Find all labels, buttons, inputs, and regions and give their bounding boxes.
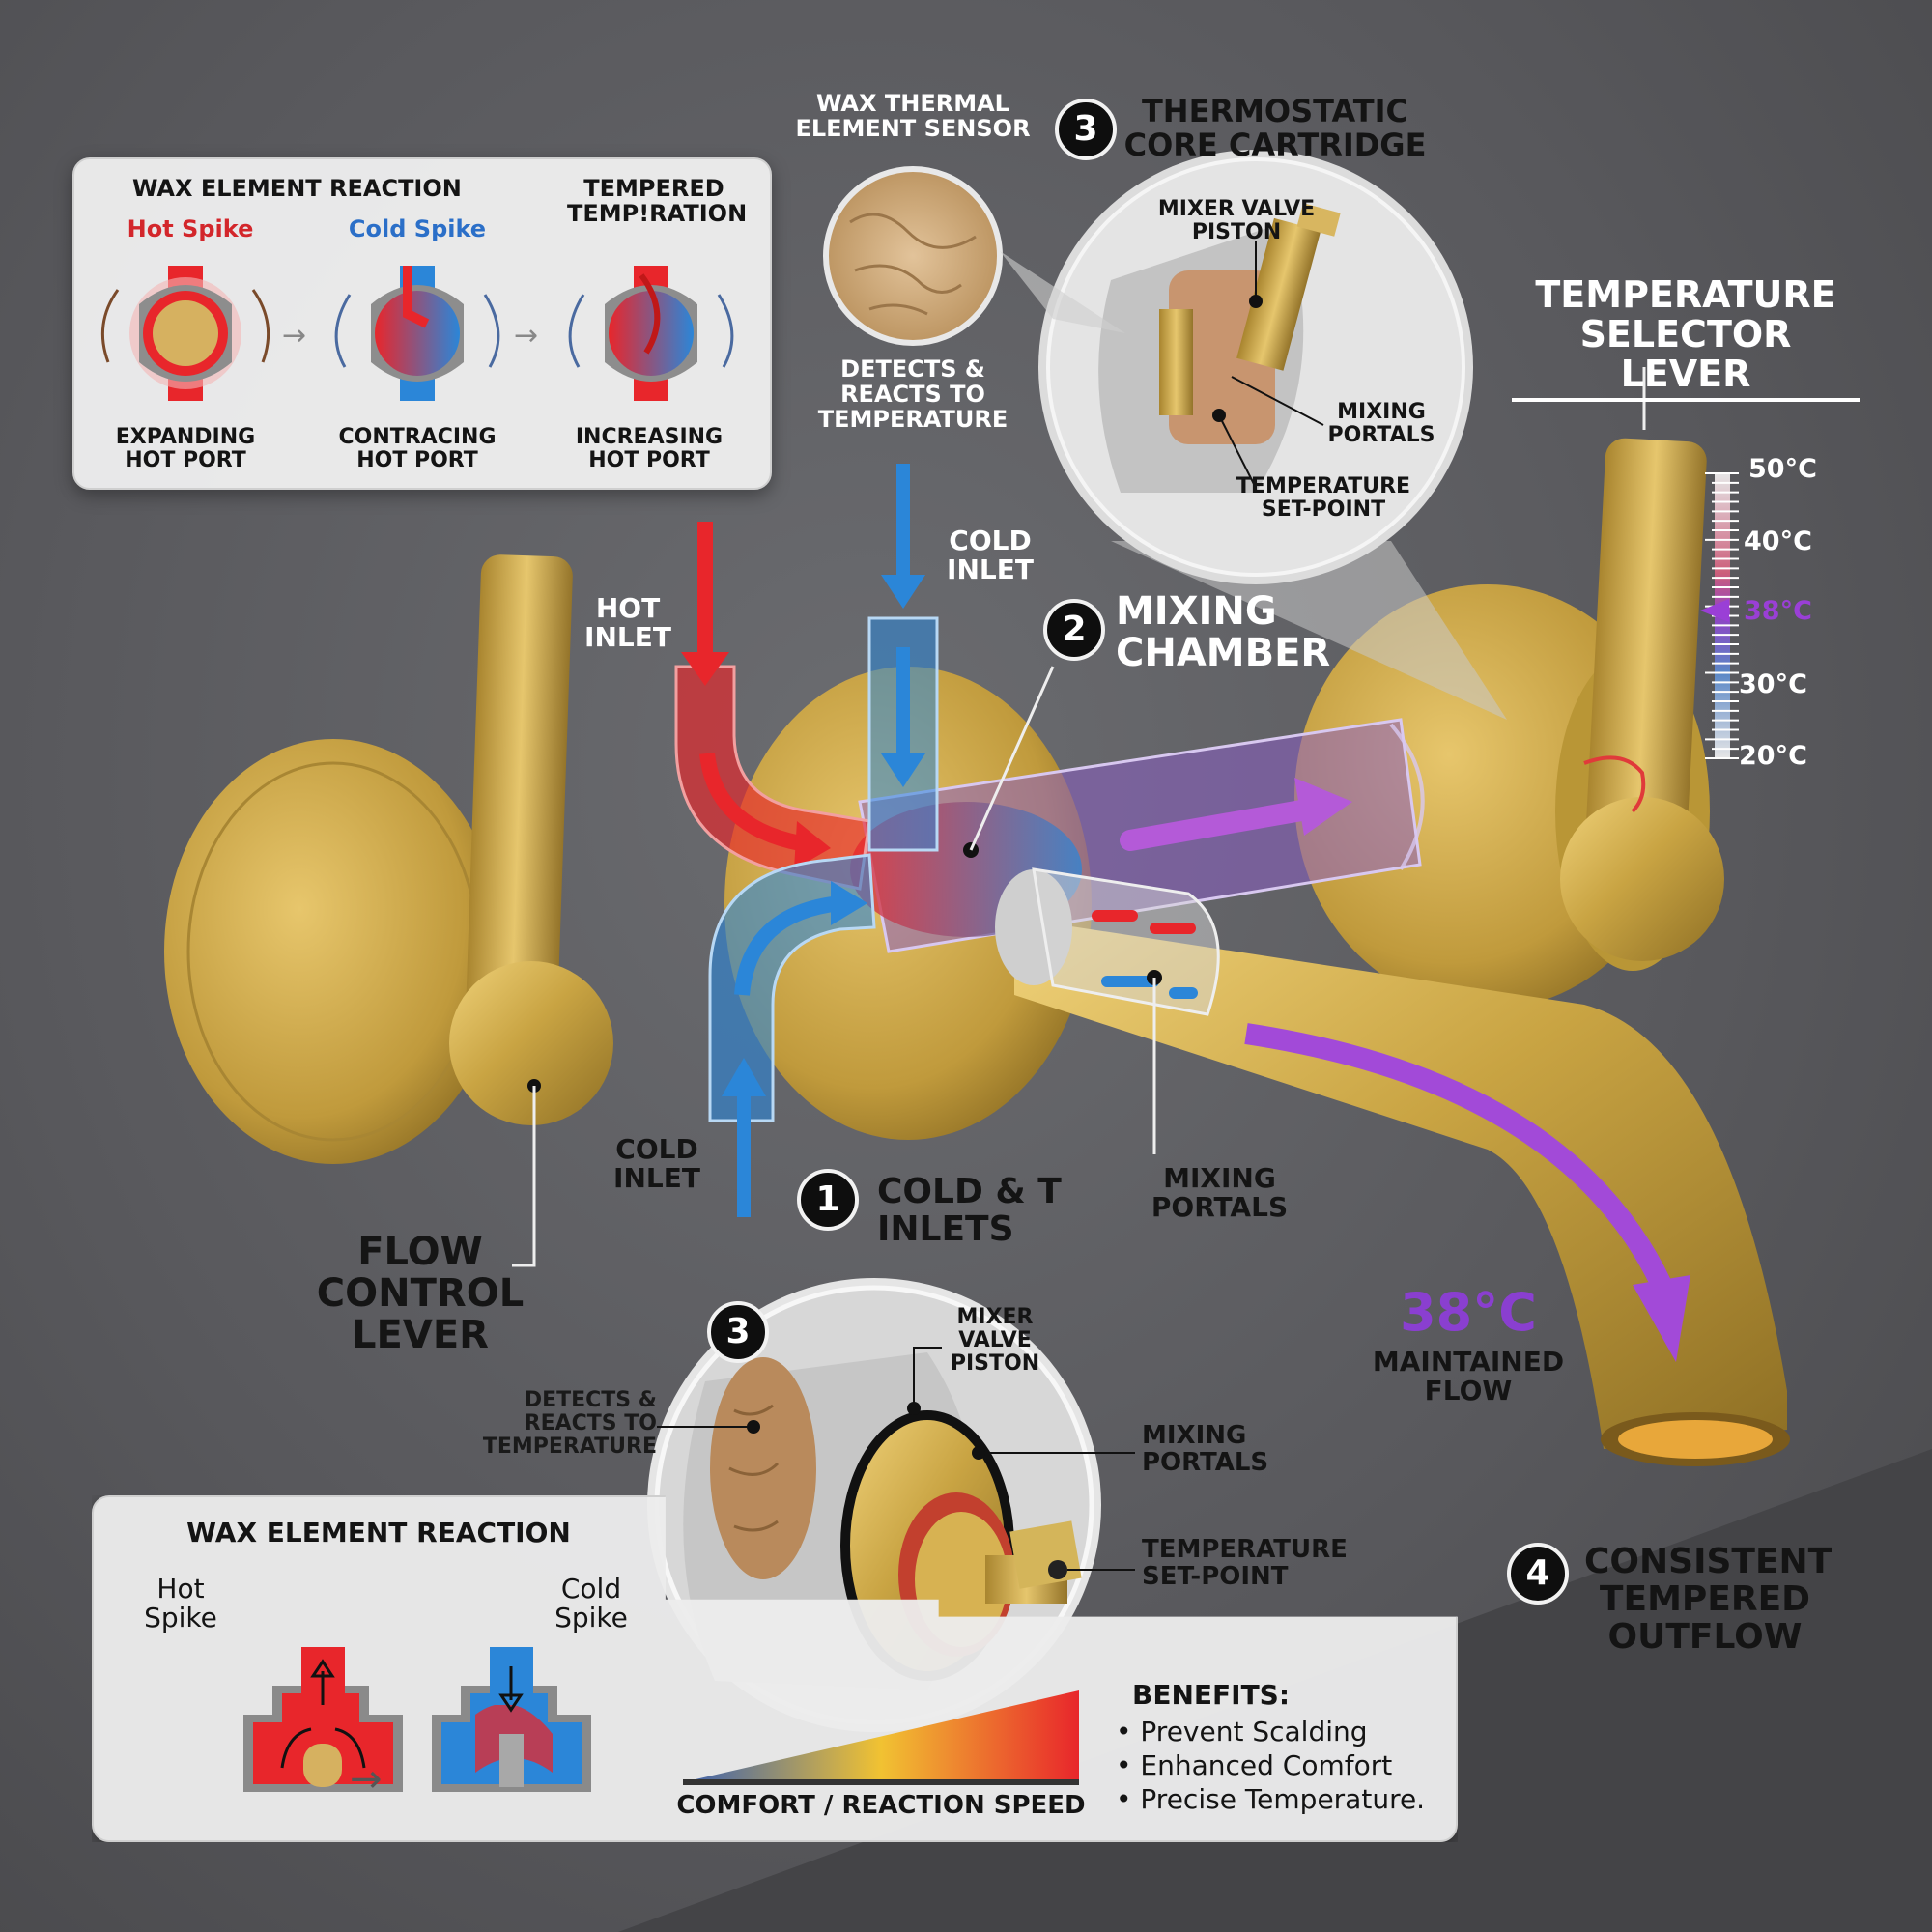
mixing-chamber-label: MIXING CHAMBER — [1116, 589, 1331, 676]
spout — [1014, 918, 1790, 1466]
benefits-title: BENEFITS: — [1132, 1679, 1291, 1711]
core-cartridge-title: THERMOSTATIC CORE CARTRIDGE — [1123, 93, 1427, 163]
cold-inlet-top-label: COLD INLET — [947, 525, 1034, 586]
comfort-speed-label: COMFORT / REACTION SPEED — [676, 1791, 1086, 1820]
flow-control-handle[interactable] — [164, 554, 613, 1164]
badge-3-top: 3 — [1055, 99, 1117, 160]
scale-38: 38°C — [1744, 596, 1812, 626]
benefit-item: • Prevent Scalding — [1116, 1716, 1368, 1747]
detail-portals-label: MIXING PORTALS — [1142, 1421, 1269, 1478]
step-increasing: INCREASING HOT PORT — [575, 425, 724, 472]
hot-inlet-label: HOT INLET — [584, 592, 671, 654]
core-piston-label: MIXER VALVE PISTON — [1157, 197, 1316, 244]
outflow-arrow — [1244, 1023, 1671, 1290]
sensor-caption: DETECTS & REACTS TO TEMPERATURE — [817, 355, 1009, 433]
bottom-hot-spike: Hot Spike — [144, 1573, 217, 1634]
detail-setpoint-label: TEMPERATURE SET-POINT — [1142, 1535, 1348, 1592]
badge-1: 1 — [797, 1169, 859, 1231]
mixing-portals-cylinder — [995, 867, 1220, 1154]
badge-2: 2 — [1043, 599, 1105, 661]
detail-piston-label: MIXER VALVE PISTON — [950, 1305, 1040, 1376]
tempered-title: TEMPERED TEMP!RATION — [567, 175, 748, 227]
badge-4: 4 — [1507, 1543, 1569, 1605]
hot-spike-label: Hot Spike — [127, 215, 254, 242]
wax-sensor-closeup — [823, 166, 1125, 346]
scale-50: 50°C — [1748, 454, 1817, 484]
step-expanding: EXPANDING HOT PORT — [115, 425, 256, 472]
comfort-speed-gradient — [683, 1690, 1079, 1785]
wax-reaction-diagram: → → — [100, 266, 734, 401]
bottom-wax-diagram: → — [243, 1647, 1079, 1802]
wax-reaction-panel-top: → → WAX ELEMENT REACTION Hot Spike Cold … — [72, 157, 772, 490]
outflow-label: CONSISTENT TEMPERED OUTFLOW — [1584, 1542, 1833, 1657]
selector-title: TEMPERATURE SELECTOR LEVER — [1512, 274, 1860, 403]
scale-30: 30°C — [1739, 669, 1807, 699]
svg-text:→: → — [514, 319, 538, 353]
core-portals-label: MIXING PORTALS — [1327, 400, 1435, 447]
maintained-label: MAINTAINED FLOW — [1372, 1346, 1565, 1407]
wax-sensor-title: WAX THERMAL ELEMENT SENSOR — [795, 90, 1031, 142]
benefit-item: • Enhanced Comfort — [1116, 1749, 1393, 1781]
cold-spike-label: Cold Spike — [348, 215, 487, 242]
cold-t-inlets-label: COLD & T INLETS — [877, 1172, 1062, 1249]
cold-bottom-pipe — [708, 853, 876, 1217]
temperature-selector-handle[interactable] — [1294, 438, 1724, 1009]
bottom-cold-spike: Cold Spike — [554, 1573, 628, 1634]
svg-text:→: → — [350, 1757, 383, 1802]
flow-control-label: FLOW CONTROL LEVER — [316, 1230, 525, 1358]
cold-inlet-bottom-label: COLD INLET — [613, 1133, 700, 1195]
scale-20: 20°C — [1739, 741, 1807, 771]
core-cartridge-callout — [1038, 150, 1507, 720]
detail-sensor-caption: DETECTS & REACTS TO TEMPERATURE — [482, 1388, 657, 1459]
core-setpoint-label: TEMPERATURE SET-POINT — [1236, 474, 1411, 522]
benefit-item: • Precise Temperature. — [1116, 1783, 1426, 1815]
step-contracting: CONTRACING HOT PORT — [338, 425, 497, 472]
mixing-portals-label: MIXING PORTALS — [1151, 1162, 1289, 1224]
hot-inlet-pipe — [674, 522, 871, 891]
temperature-scale[interactable] — [1700, 472, 1739, 759]
badge-3-bottom: 3 — [707, 1301, 769, 1363]
bottom-panel-title: WAX ELEMENT REACTION — [186, 1517, 571, 1548]
scale-40: 40°C — [1744, 526, 1812, 556]
maintained-temp: 38°C — [1400, 1282, 1537, 1343]
svg-text:→: → — [282, 319, 306, 353]
cold-top-pipe — [867, 464, 939, 852]
panel-title: WAX ELEMENT REACTION — [132, 175, 462, 202]
